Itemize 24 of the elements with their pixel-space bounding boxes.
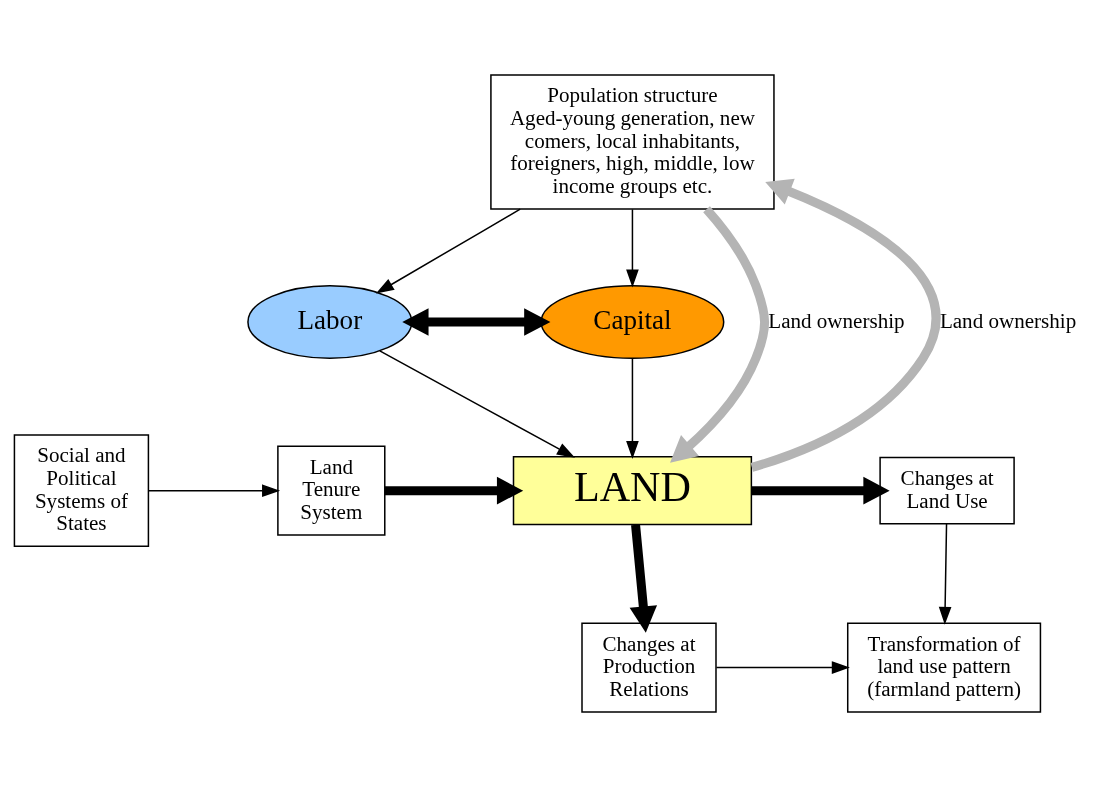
arrow: [750, 178, 941, 472]
node-box: LAND: [512, 456, 753, 526]
node-box: Transformation of land use pattern (farmland pattern): [846, 622, 1042, 713]
edge-label: Land ownership: [939, 308, 1077, 333]
arrow: [402, 308, 551, 336]
arrow: [670, 206, 770, 463]
arrow: [626, 357, 639, 459]
arrow: [375, 208, 521, 294]
node-box: Social and Political Systems of States: [13, 434, 150, 548]
arrow: [751, 476, 890, 505]
node-box: Changes at Land Use: [879, 456, 1015, 525]
arrow: [626, 208, 639, 288]
node-box: Population structure Aged-young generation, new comers, local inhabitants, foreigners, high, middle, low income groups etc.: [490, 74, 775, 210]
node-ellipse: Capital: [540, 284, 725, 359]
arrow: [148, 484, 281, 497]
arrow: [629, 524, 658, 633]
arrow: [379, 350, 576, 458]
edge-label: Land ownership: [768, 308, 905, 333]
arrow: [715, 661, 850, 674]
node-ellipse: Labor: [247, 284, 413, 359]
node-box: Land Tenure System: [277, 445, 386, 536]
arrow: [384, 476, 524, 505]
arrow: [938, 523, 952, 625]
node-box: Changes at Production Relations: [581, 622, 717, 713]
